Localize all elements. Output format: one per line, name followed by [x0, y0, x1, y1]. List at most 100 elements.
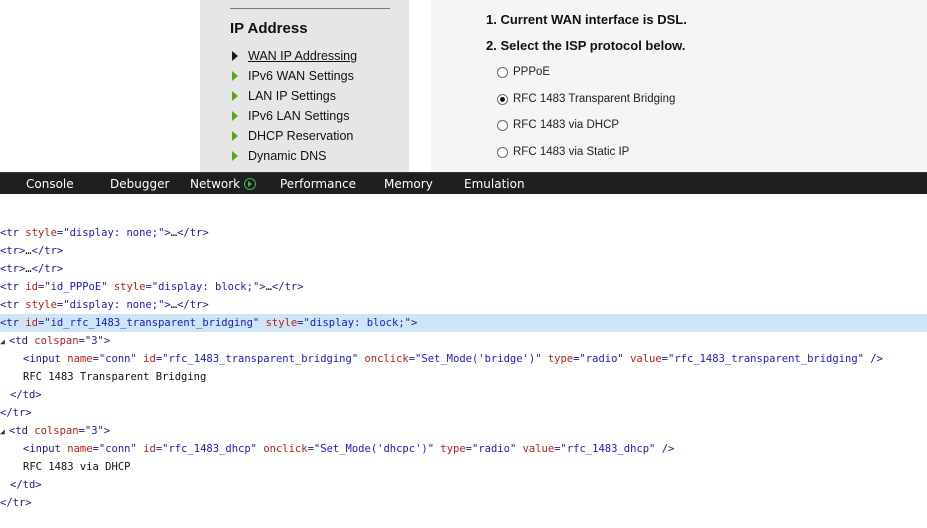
option-rfc1483-bridging[interactable]: RFC 1483 Transparent Bridging: [497, 90, 675, 108]
dom-token: ": [130, 443, 144, 455]
dom-token: =": [92, 353, 106, 365]
option-rfc1483-static[interactable]: RFC 1483 via Static IP: [497, 143, 629, 161]
sidebar-divider: [230, 8, 390, 9]
dom-node-line[interactable]: ◢<td colspan="3">: [0, 422, 927, 440]
tab-console[interactable]: Console: [26, 173, 74, 194]
dom-node-line[interactable]: <input name="conn" id="rfc_1483_dhcp" on…: [0, 440, 927, 458]
dom-token: =": [37, 317, 51, 329]
record-play-icon[interactable]: [244, 177, 257, 190]
option-pppoe[interactable]: PPPoE: [497, 63, 550, 81]
dom-token: style: [25, 227, 57, 239]
dom-token: ": [130, 353, 144, 365]
arrow-right-icon: [232, 91, 238, 101]
dom-node-line[interactable]: <tr id="id_rfc_1483_transparent_bridging…: [0, 314, 927, 332]
dom-token: …: [265, 281, 272, 293]
dom-node-line[interactable]: </td>: [0, 476, 927, 494]
dom-token: ">: [404, 317, 418, 329]
dom-token: ">: [97, 335, 111, 347]
pppoe-radio[interactable]: [497, 66, 508, 78]
sidebar-panel: [200, 0, 409, 172]
dom-token: value: [522, 443, 555, 455]
dom-token: </td>: [10, 389, 42, 401]
dom-node-line[interactable]: ◢<td colspan="3">: [0, 332, 927, 350]
dom-node-line[interactable]: <tr>…</tr>: [0, 260, 927, 278]
sidebar-title: IP Address: [230, 20, 308, 37]
tab-label: Memory: [384, 176, 433, 191]
dom-node-line[interactable]: <input name="conn" id="rfc_1483_transpar…: [0, 350, 927, 368]
dom-token: display: block;: [309, 317, 405, 329]
dom-token: style: [113, 281, 146, 293]
dom-token: </tr>: [0, 407, 32, 419]
option-rfc1483-dhcp[interactable]: RFC 1483 via DHCP: [497, 116, 619, 134]
option-label: RFC 1483 via Static IP: [513, 146, 630, 158]
tab-emulation[interactable]: Emulation: [464, 173, 525, 194]
dom-node-line[interactable]: </tr>: [0, 494, 927, 512]
sidebar-item-ipv6-wan-settings[interactable]: IPv6 WAN Settings: [232, 66, 354, 86]
sidebar-item-lan-ip-settings[interactable]: LAN IP Settings: [232, 86, 336, 106]
tab-debugger[interactable]: Debugger: [110, 173, 169, 194]
dom-token: <tr: [0, 281, 26, 293]
tab-memory[interactable]: Memory: [384, 173, 433, 194]
dom-token: rfc_1483_dhcp: [168, 443, 251, 455]
dom-token: =": [408, 353, 422, 365]
dom-token: ": [427, 443, 441, 455]
dom-token: style: [265, 317, 298, 329]
dom-token: <tr>: [0, 245, 26, 257]
dom-node-line[interactable]: </tr>: [0, 404, 927, 422]
dom-token: conn: [105, 353, 131, 365]
tab-performance[interactable]: Performance: [280, 173, 356, 194]
dom-token: …: [25, 263, 32, 275]
dom-token: id: [25, 281, 38, 293]
sidebar-item-label: LAN IP Settings: [248, 89, 337, 103]
dom-token: =": [78, 425, 92, 437]
dom-token: <tr: [0, 317, 26, 329]
arrow-right-icon: [232, 131, 238, 141]
dom-token: value: [630, 353, 662, 365]
dom-node-line[interactable]: <tr style="display: none;">…</tr>: [0, 296, 927, 314]
dom-token: name: [67, 443, 93, 455]
dom-token: =": [661, 353, 675, 365]
dom-token: ">: [97, 425, 111, 437]
dom-token: radio: [585, 353, 618, 365]
sidebar-item-ipv6-lan-settings[interactable]: IPv6 LAN Settings: [232, 106, 349, 126]
sidebar-item-label: WAN IP Addressing: [248, 49, 358, 63]
dom-node-line[interactable]: <tr>…</tr>: [0, 242, 927, 260]
dom-token: onclick: [263, 443, 308, 455]
dom-node-line[interactable]: <tr style="display: none;">…</tr>: [0, 224, 927, 242]
dom-token: Set_Mode('dhcpc'): [320, 443, 428, 455]
rfc1483-bridging-radio[interactable]: [497, 93, 508, 105]
arrow-right-icon: [232, 51, 238, 61]
dom-token: =": [573, 353, 586, 365]
dom-token: 3: [91, 335, 98, 347]
dom-token: =": [307, 443, 321, 455]
dom-token: </td>: [10, 479, 42, 491]
dom-token: radio: [478, 443, 510, 455]
rfc1483-dhcp-radio[interactable]: [497, 119, 508, 131]
sidebar-item-dynamic-dns[interactable]: Dynamic DNS: [232, 146, 327, 166]
sidebar-item-dhcp-reservation[interactable]: DHCP Reservation: [232, 126, 353, 146]
tab-network[interactable]: Network: [190, 173, 257, 194]
step-select-protocol: 2. Select the ISP protocol below.: [486, 38, 686, 53]
expand-caret-icon[interactable]: ◢: [0, 427, 5, 436]
dom-token: ": [252, 317, 266, 329]
dom-node-line[interactable]: <tr id="id_PPPoE" style="display: block;…: [0, 278, 927, 296]
devtools-toolbar: Console Debugger Network Performance Mem…: [0, 172, 927, 194]
dom-token: <td: [9, 425, 35, 437]
dom-node-line[interactable]: </td>: [0, 386, 927, 404]
dom-node-line[interactable]: RFC 1483 via DHCP: [0, 458, 927, 476]
arrow-right-icon: [232, 151, 238, 161]
dom-token: =": [155, 353, 169, 365]
dom-token: =": [145, 281, 159, 293]
dom-token: =": [465, 443, 479, 455]
dom-explorer-tree: <tr style="display: none;">…</tr><tr>…</…: [0, 194, 927, 528]
dom-token: <td: [9, 335, 35, 347]
dom-token: ": [250, 443, 264, 455]
dom-node-line[interactable]: RFC 1483 Transparent Bridging: [0, 368, 927, 386]
router-config-page: IP Address WAN IP Addressing IPv6 WAN Se…: [0, 0, 927, 172]
expand-caret-icon[interactable]: ◢: [0, 337, 5, 346]
dom-token: ": [509, 443, 523, 455]
sidebar-item-wan-ip-addressing[interactable]: WAN IP Addressing: [232, 46, 357, 66]
dom-token: ": [101, 281, 114, 293]
dom-token: conn: [105, 443, 131, 455]
rfc1483-static-radio[interactable]: [497, 146, 508, 158]
